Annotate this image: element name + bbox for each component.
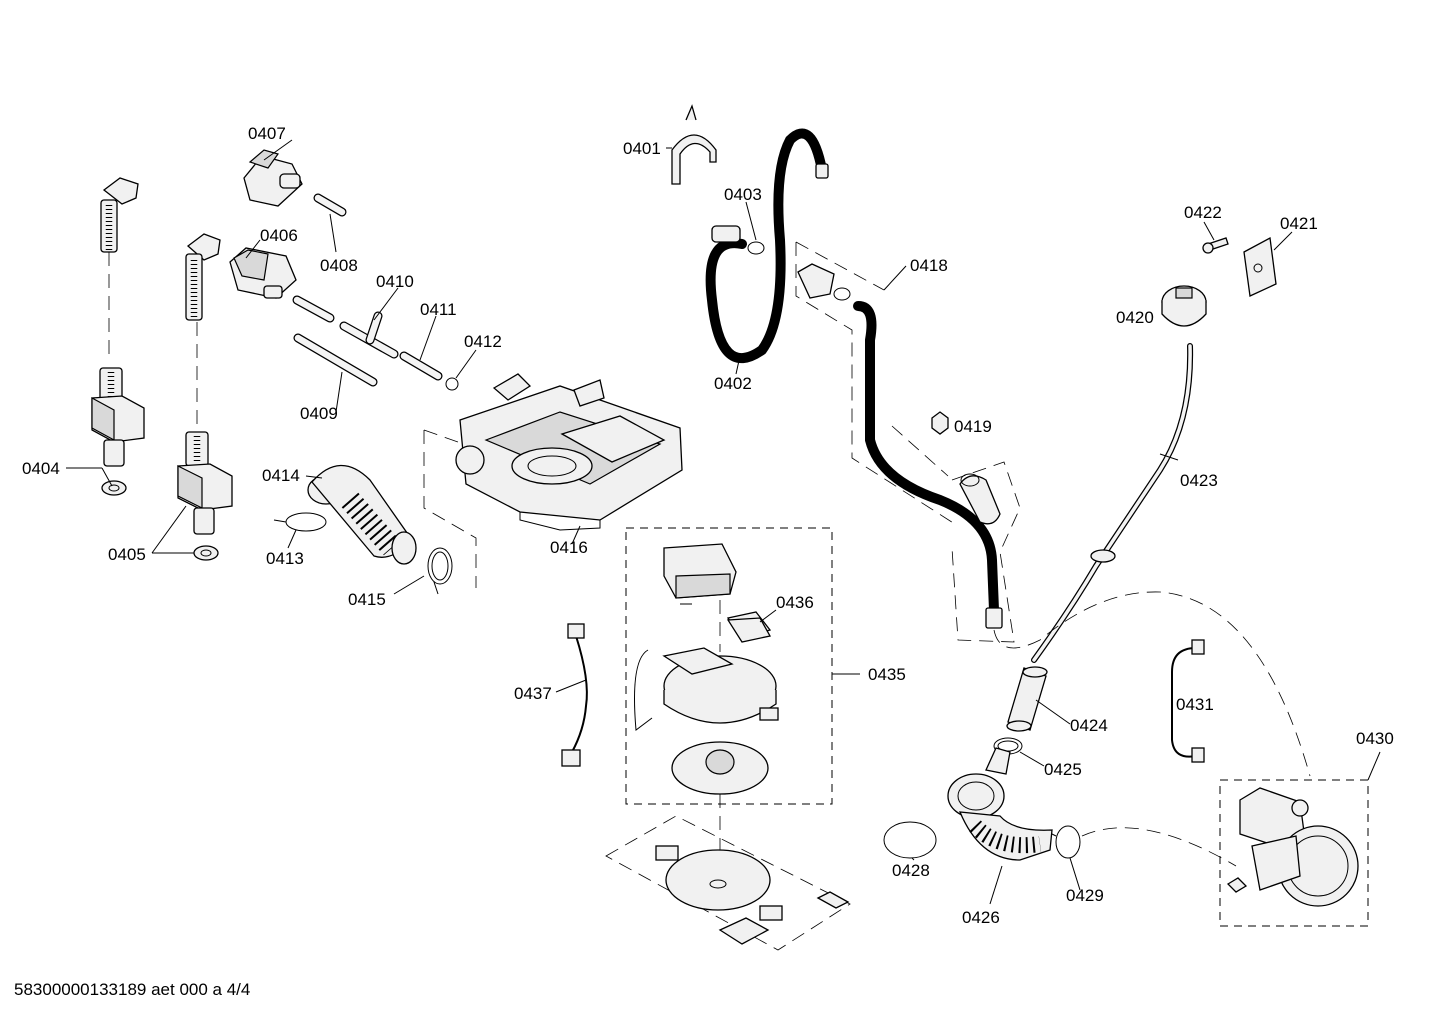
drain-pump-0430 [1219,779,1369,927]
hose-0402 [705,128,829,364]
clamp-0415 [427,547,453,595]
drain-hose-0418 [795,241,1021,643]
document-code: 58300000133189 aet 000 a 4/4 [14,980,251,999]
label-0428: 0428 [892,861,930,880]
label-0425: 0425 [1044,760,1082,779]
label-0406: 0406 [260,226,298,245]
label-0419: 0419 [954,417,992,436]
label-0414: 0414 [262,466,300,485]
label-0435: 0435 [868,665,906,684]
leader-lines [66,139,1381,905]
label-0402: 0402 [714,374,752,393]
dispenser-0416 [423,373,683,588]
label-0436: 0436 [776,593,814,612]
label-0409: 0409 [300,404,338,423]
clamp-0429 [1047,825,1081,859]
label-0407: 0407 [248,124,286,143]
bellows-0414 [307,464,417,565]
solenoid-valve-0407 [243,149,303,207]
pressure-switch-0420 [1161,285,1207,327]
label-0431: 0431 [1176,695,1214,714]
part-labels: 0401 0402 0403 0404 0405 0406 0407 0408 … [22,124,1394,927]
label-0416: 0416 [550,538,588,557]
label-0413: 0413 [266,549,304,568]
wire-0431 [1171,639,1205,763]
label-0429: 0429 [1066,886,1104,905]
hose-holder-0419 [931,411,949,435]
hose-bracket-0401 [671,104,717,185]
label-0415: 0415 [348,590,386,609]
label-0424: 0424 [1070,716,1108,735]
bracket-0421 [1243,236,1277,297]
label-0410: 0410 [376,272,414,291]
label-0420: 0420 [1116,308,1154,327]
heater-assembly-0435 [625,527,833,882]
label-0408: 0408 [320,256,358,275]
label-0418: 0418 [910,256,948,275]
sump-hose-0426 [947,747,1237,867]
clamp-0403 [747,241,765,255]
hoses-0408-0411 [292,193,459,391]
label-0437: 0437 [514,684,552,703]
label-0411: 0411 [420,300,457,319]
clamp-0413 [273,512,327,532]
label-0421: 0421 [1280,214,1318,233]
label-0423: 0423 [1180,471,1218,490]
label-0404: 0404 [22,459,60,478]
screw-0422 [1202,237,1229,254]
sleeve-0418 [959,473,1001,525]
solenoid-valve-0406 [229,247,297,299]
label-0401: 0401 [623,139,661,158]
wiring-harness-0437 [561,623,588,767]
label-0403: 0403 [724,185,762,204]
label-0412: 0412 [464,332,502,351]
inlet-valve-0404 [91,177,145,496]
inlet-valve-0405 [177,233,233,561]
label-0426: 0426 [962,908,1000,927]
tube-0423 [1031,343,1194,663]
label-0430: 0430 [1356,729,1394,748]
base-plate [605,815,851,951]
label-0405: 0405 [108,545,146,564]
sensor-0436 [726,617,771,643]
air-trap-0424 [1006,666,1048,732]
clamp-0428 [883,821,937,859]
label-0422: 0422 [1184,203,1222,222]
